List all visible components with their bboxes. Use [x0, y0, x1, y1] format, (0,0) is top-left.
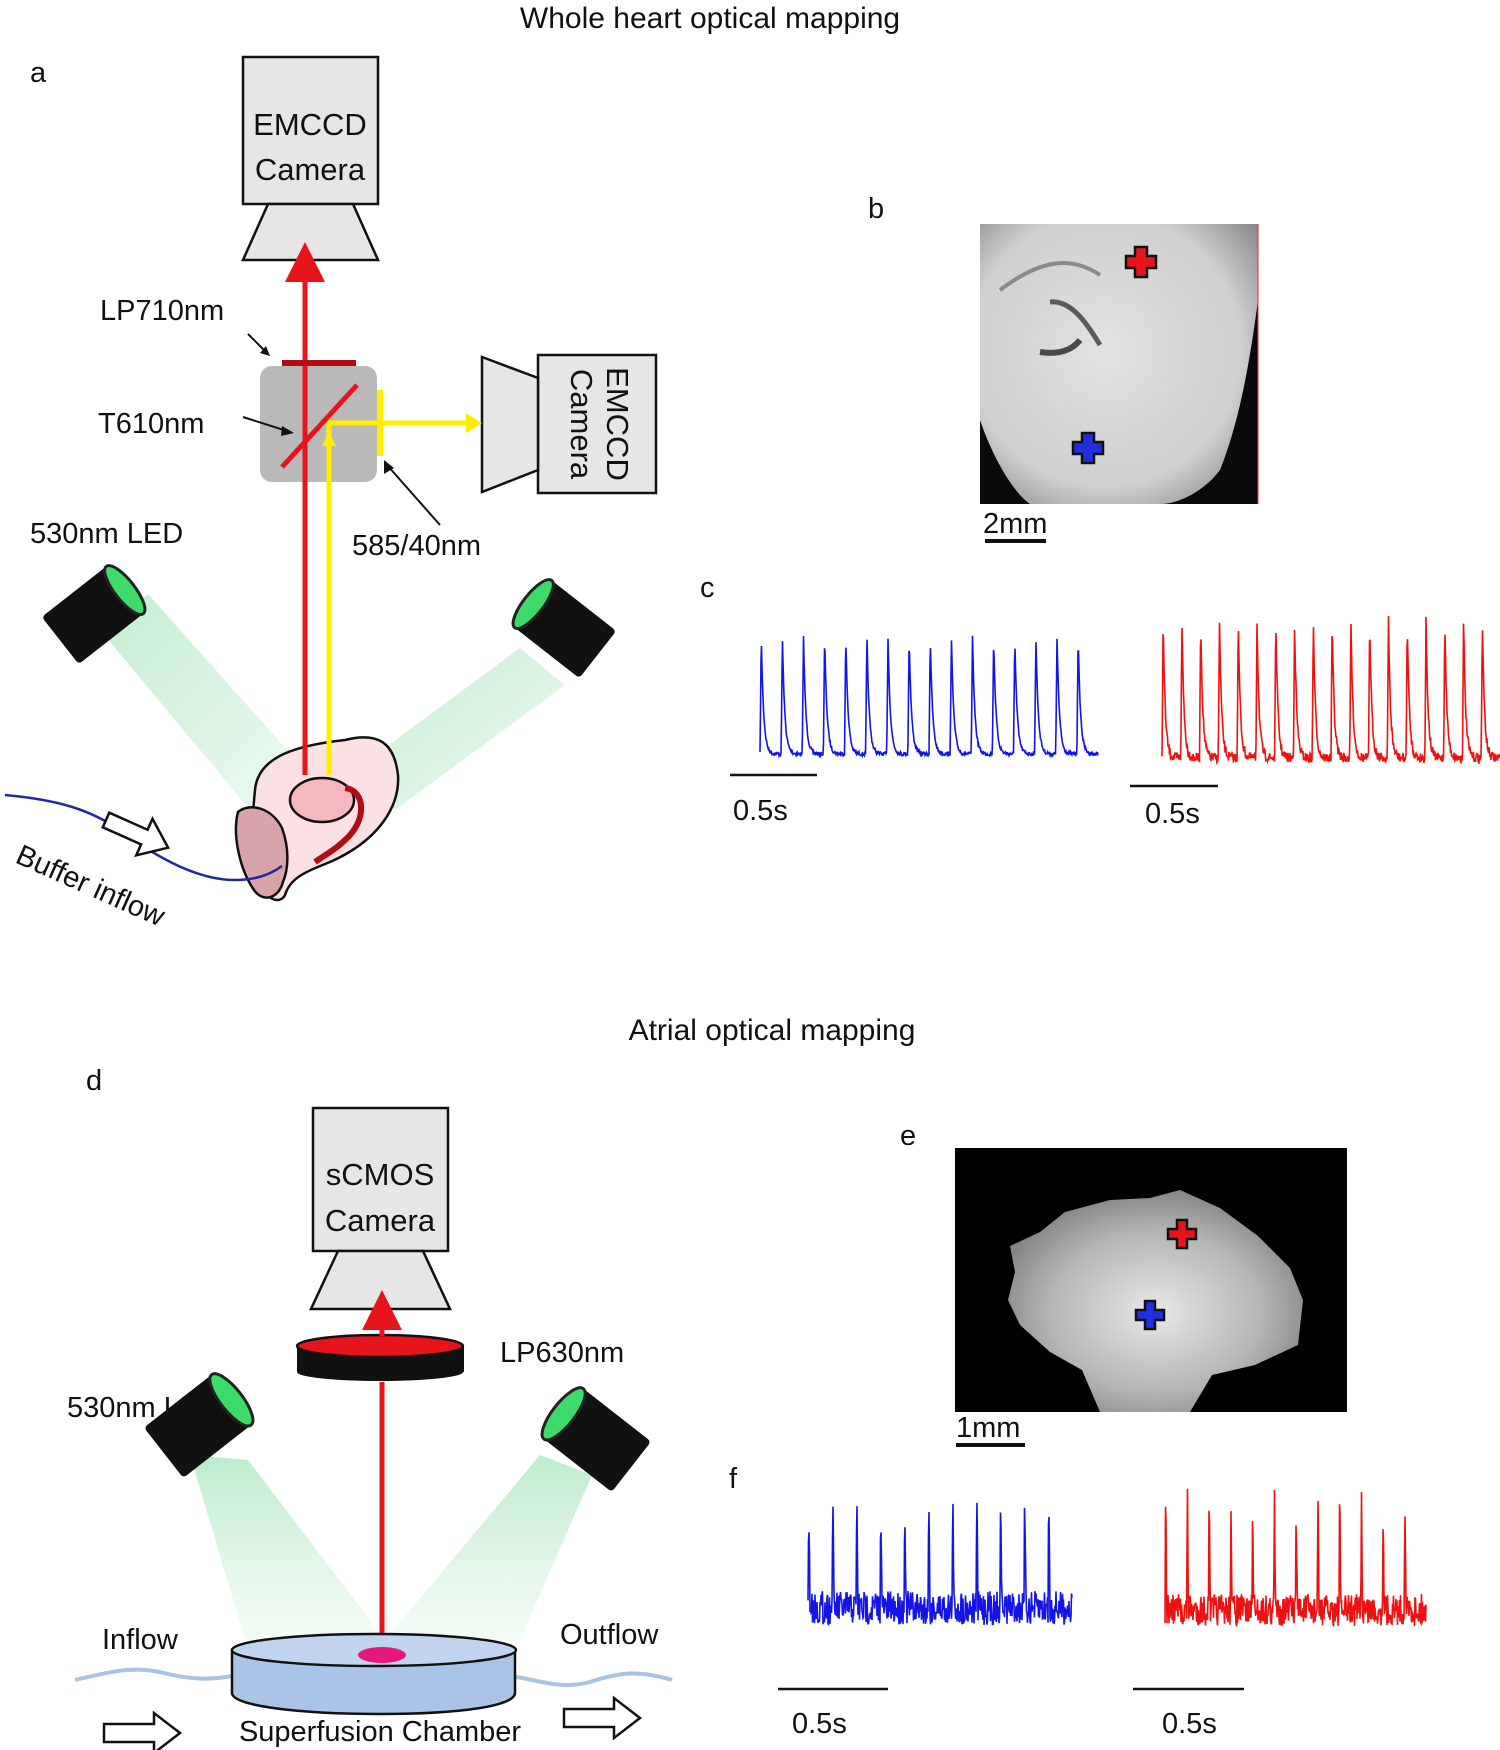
dichroic-t610: [280, 383, 359, 469]
panel-label-e: e: [900, 1120, 916, 1152]
marker-blue-bottom-icon: [1134, 1299, 1166, 1331]
marker-red-bottom-icon: [1166, 1218, 1198, 1250]
bandpass-pointer-head-icon: [384, 460, 394, 474]
marker-blue-top-icon: [1071, 431, 1105, 465]
trace-scale-c1-label: 0.5s: [733, 795, 788, 827]
led-beam-right: [385, 1455, 592, 1640]
trace-c-red-line: [1161, 615, 1500, 766]
scale-1mm-label: 1mm: [956, 1412, 1020, 1444]
heart-icon: [234, 736, 400, 902]
led-beam-left: [190, 1455, 385, 1640]
heart-image: [980, 224, 1259, 504]
panel-label-f: f: [729, 1463, 738, 1495]
trace-top-blue: [759, 635, 1099, 759]
atria-image: [955, 1148, 1347, 1412]
chamber-label: Superfusion Chamber: [239, 1716, 521, 1748]
panel-label-d: d: [86, 1065, 102, 1097]
bandpass-label: 585/40nm: [352, 530, 481, 562]
buffer-inflow-arrow-icon: [101, 811, 170, 858]
panel-label-b: b: [868, 193, 884, 225]
scmos-line1: sCMOS: [326, 1157, 435, 1192]
trace-c-blue-line: [759, 635, 1099, 759]
led-bottom-label: 530nm LED: [67, 1392, 220, 1424]
superfusion-chamber: [230, 1632, 518, 1716]
camera-side-line2: Camera: [564, 369, 599, 480]
scmos-camera: sCMOS Camera: [309, 1106, 452, 1311]
camera-top-line2: Camera: [255, 152, 366, 187]
trace-top-red: [1161, 615, 1500, 766]
emccd-camera-side: EMCCD Camera: [480, 353, 658, 495]
outflow-label: Outflow: [560, 1619, 659, 1651]
t610-label: T610nm: [98, 408, 204, 440]
emission-beam-yellow: [326, 420, 470, 775]
yellow-arrowhead-icon: [466, 413, 482, 433]
led-left-top-icon: [43, 564, 305, 810]
trace-f-blue-line: [807, 1502, 1073, 1626]
trace-scale-f1-label: 0.5s: [792, 1708, 847, 1740]
flow-line: [74, 1667, 673, 1687]
bottom-title: Atrial optical mapping: [629, 1014, 916, 1047]
trace-bottom-blue: [807, 1502, 1073, 1626]
trace-scale-f2-label: 0.5s: [1162, 1708, 1217, 1740]
led-left-bottom-icon: [145, 1372, 255, 1477]
trace-scale-c2-label: 0.5s: [1145, 798, 1200, 830]
inflow-arrow-icon: [102, 1710, 183, 1750]
led-right-bottom-icon: [540, 1386, 650, 1491]
lp630-filter: [295, 1333, 465, 1381]
panel-label-a: a: [30, 57, 47, 89]
top-title: Whole heart optical mapping: [520, 2, 900, 35]
bandpass-pointer: [386, 464, 441, 526]
marker-red-top-icon: [1124, 245, 1158, 279]
yellow-arrowhead-up-icon: [322, 432, 336, 446]
lp630-label: LP630nm: [500, 1337, 624, 1369]
camera-top-line1: EMCCD: [253, 107, 367, 142]
t610-pointer-head-icon: [281, 426, 294, 436]
led-right-top-icon: [355, 578, 615, 810]
camera-side-line1: EMCCD: [600, 367, 635, 481]
lp710-pointer: [247, 333, 267, 353]
led-top-label: 530nm LED: [30, 518, 183, 550]
buffer-inflow-tube: [4, 793, 283, 882]
scmos-line2: Camera: [325, 1203, 436, 1238]
lp710-pointer-head-icon: [260, 346, 270, 356]
panel-label-c: c: [700, 572, 715, 604]
lp710-label: LP710nm: [100, 295, 224, 327]
outflow-arrow-icon: [562, 1695, 643, 1741]
scale-2mm-label: 2mm: [983, 508, 1047, 540]
trace-f-red-line: [1164, 1488, 1427, 1628]
emccd-camera-top: EMCCD Camera: [241, 55, 380, 262]
inflow-label: Inflow: [102, 1624, 179, 1656]
trace-bottom-red: [1164, 1488, 1427, 1628]
